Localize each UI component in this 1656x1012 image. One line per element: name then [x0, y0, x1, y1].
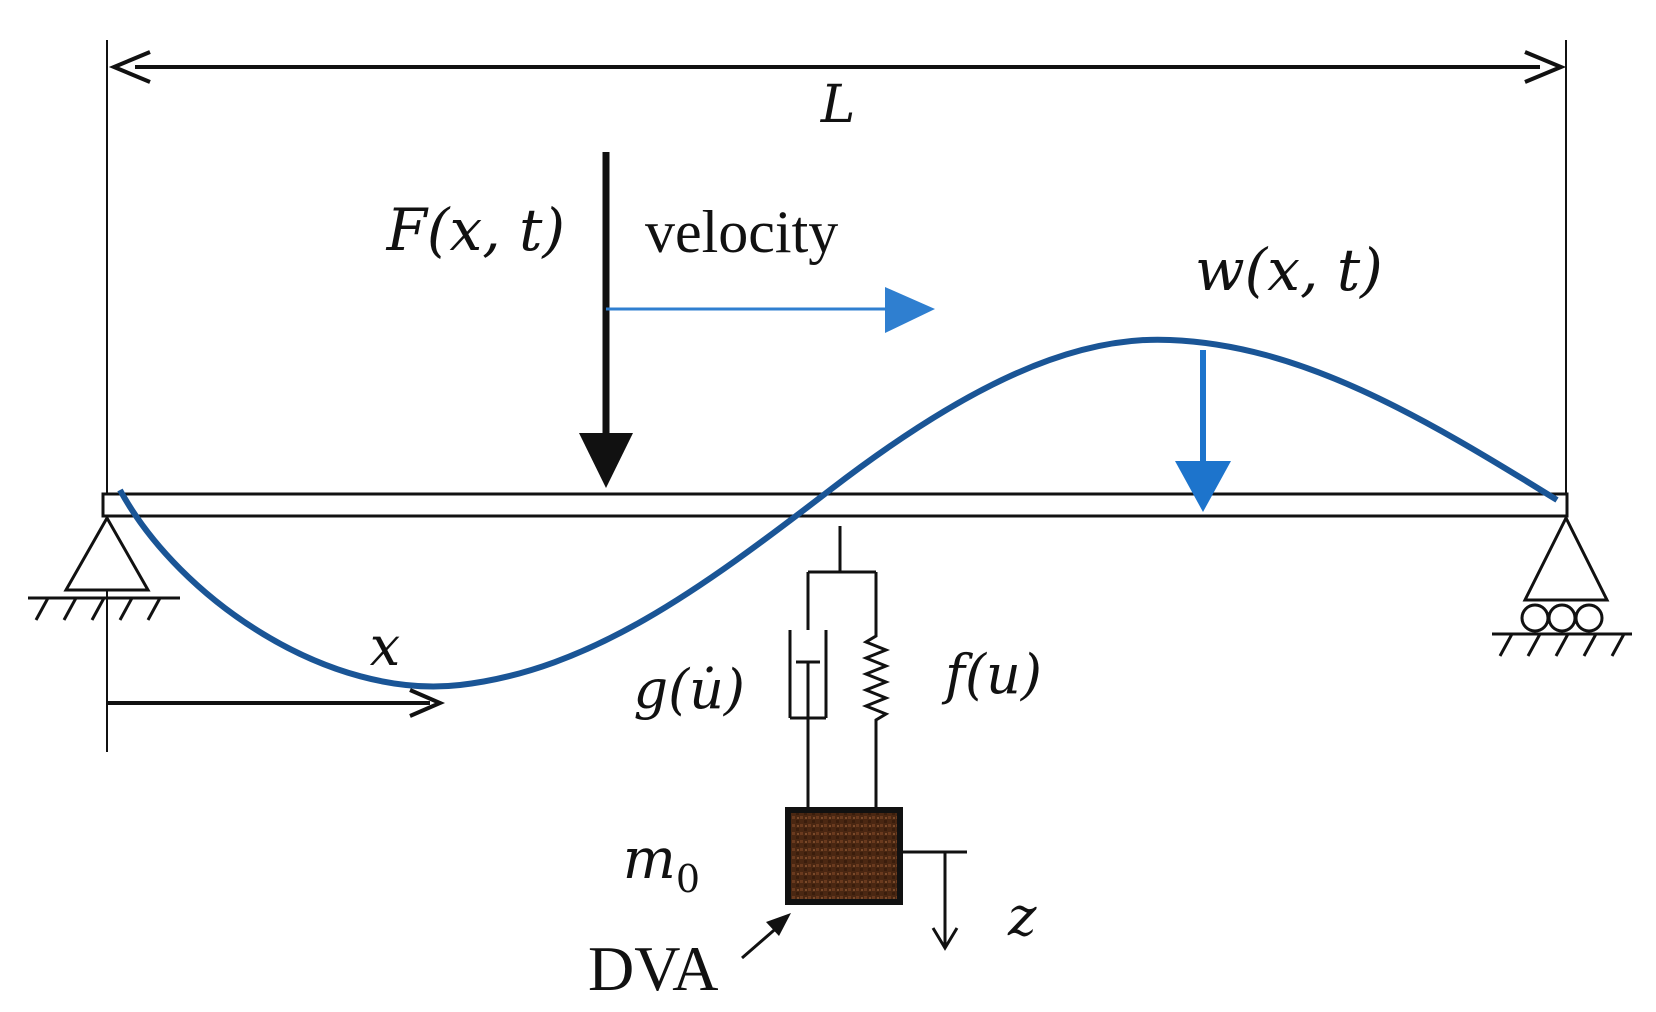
force-label: F(x, t) [386, 196, 565, 264]
damper-label: g(u̇) [634, 658, 745, 721]
dva-label: DVA [588, 933, 718, 1004]
deflection-arrow [1175, 350, 1231, 512]
span-dimension-arrow [108, 50, 1567, 84]
dva-displacement-label: z [1007, 885, 1037, 948]
span-length-label: L [820, 75, 856, 135]
mass-label: m0 [623, 827, 700, 901]
dva-displacement-arrow [903, 850, 967, 951]
spring-label: f(u) [941, 643, 1042, 706]
velocity-arrow [606, 287, 935, 333]
beam [101, 492, 1569, 518]
roller-support [1492, 514, 1632, 657]
pinned-support [28, 514, 180, 621]
velocity-label: velocity [645, 199, 838, 265]
moving-force-arrow [579, 152, 633, 488]
deflection-curve [117, 336, 1559, 690]
deflection-label: w(x, t) [1195, 236, 1383, 304]
position-arrow [107, 688, 446, 718]
dva-mass [785, 807, 903, 905]
dva-suspension [788, 526, 891, 808]
position-label: x [370, 615, 400, 678]
dva-pointer-arrow [741, 913, 791, 960]
